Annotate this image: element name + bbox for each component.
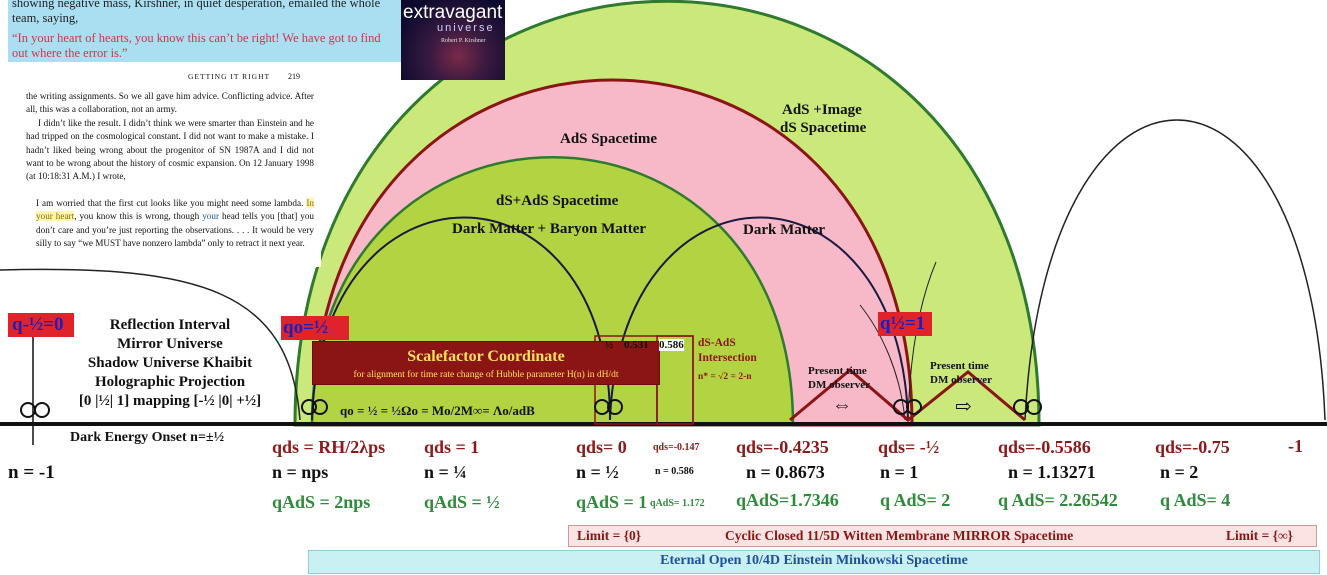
eternal-label: Eternal Open 10/4D Einstein Minkowski Sp…: [660, 553, 968, 568]
col7-n: n = 2: [1160, 462, 1199, 482]
quote-part-c: , you know this is wrong, though: [74, 211, 200, 222]
left-line-5: [0 |½| 1] mapping [-½ |0| +½]: [78, 393, 262, 409]
col6-qads: q AdS= 2.26542: [998, 490, 1118, 510]
quote-part-d: your: [202, 211, 220, 222]
col1-qads: qAdS = 2nps: [272, 492, 371, 512]
sf-half: ½: [605, 339, 614, 351]
scalefactor-subtitle: for alignment for time rate change of Hu…: [353, 370, 619, 380]
book-title-1: extravagant: [403, 2, 503, 23]
observer-2-line-1: Present time: [930, 360, 989, 372]
label-ads-image: AdS +Image: [782, 102, 862, 118]
tag-q-minus-half: q-½=0: [8, 313, 74, 337]
label-ds-ads: dS+AdS Spacetime: [496, 193, 619, 209]
limit-left: Limit = {0}: [577, 528, 642, 543]
book-paragraph-1: the writing assignments. So we all gave …: [26, 91, 314, 115]
col2-n: n = ¼: [424, 462, 467, 482]
loop-c2: [607, 399, 623, 415]
book-cover: extravagant universe Robert P. Kirshner: [401, 0, 505, 80]
book-author: Robert P. Kirshner: [441, 38, 486, 44]
col7-qds: qds=-0.75: [1155, 437, 1230, 457]
col2-qads: qAdS = ½: [424, 492, 500, 512]
limit-middle: Cyclic Closed 11/5D Witten Membrane MIRR…: [725, 528, 1074, 543]
page-number: 219: [288, 72, 300, 81]
label-ds-spacetime: dS Spacetime: [780, 120, 867, 136]
col1-n: n = nps: [272, 462, 329, 482]
book-title-2: universe: [437, 22, 495, 34]
sf-value-1: 0.531: [624, 339, 649, 351]
col3-n-small: n = 0.586: [655, 466, 694, 477]
loop-e2: [1026, 399, 1042, 415]
col6-n: n = 1.13271: [1008, 462, 1096, 482]
left-line-3: Shadow Universe Khaibit: [87, 355, 253, 371]
right-dome: [1024, 119, 1326, 421]
quote-intro: showing negative mass, Kirshner, in quie…: [12, 0, 381, 25]
observer-1-line-1: Present time: [808, 365, 867, 377]
zigzag: [789, 368, 1026, 422]
left-line-2: Mirror Universe: [117, 336, 223, 352]
tag-q0-half: qo=½: [281, 316, 349, 340]
observer-1-line-2: DM observer: [808, 379, 871, 391]
label-dm-baryon: Dark Matter + Baryon Matter: [452, 221, 647, 237]
quote-part-e: head tells you [that] you don’t care and…: [36, 211, 315, 248]
intersection-title-1: dS-AdS: [698, 337, 736, 349]
intersection-title-2: Intersection: [698, 352, 757, 364]
quote-part-a: I am worried that the first cut looks li…: [36, 198, 304, 208]
col7-qads: q AdS= 4: [1160, 490, 1231, 510]
loop-b1: [301, 399, 317, 415]
col3-qds-small: qds=-0.147: [653, 442, 700, 453]
label-dark-matter: Dark Matter: [743, 222, 826, 238]
left-block-text: Reflection Interval Mirror Universe Shad…: [60, 316, 280, 411]
col3-qads: qAdS = 1: [576, 492, 648, 512]
minus-one-label: -1: [1288, 436, 1303, 456]
thin-line-2: [859, 304, 906, 421]
col5-n: n = 1: [880, 462, 919, 482]
loop-b2: [312, 399, 328, 415]
n-minus-one: n = -1: [8, 462, 55, 483]
observer-1-arrow: ⇔: [832, 394, 852, 416]
scalefactor-box: Scalefactor Coordinate for alignment for…: [312, 341, 660, 385]
book-page: GETTING IT RIGHT 219 the writing assignm…: [8, 62, 321, 267]
observer-2-arrow: ⇨: [955, 396, 972, 418]
eternal-bar: Eternal Open 10/4D Einstein Minkowski Sp…: [308, 550, 1320, 574]
dark-energy-onset: Dark Energy Onset n=±½: [70, 430, 225, 445]
book-paragraph-2: I didn’t like the result. I didn’t think…: [26, 118, 314, 182]
col4-qds: qds=-0.4235: [736, 437, 829, 457]
sf-value-2: 0.586: [659, 339, 684, 351]
running-head: GETTING IT RIGHT: [188, 72, 271, 81]
left-arc: [0, 268, 301, 421]
col3-n: n = ½: [576, 462, 619, 482]
col6-qds: qds=-0.5586: [998, 437, 1091, 457]
book-paragraph-3: I am worried that the first cut looks li…: [36, 197, 314, 250]
col3-qds: qds= 0: [576, 437, 627, 457]
limit-right: Limit = {∞}: [1226, 528, 1293, 543]
col2-qds: qds = 1: [424, 437, 480, 457]
left-line-1: Reflection Interval: [109, 317, 231, 333]
col3-qads-small: qAdS= 1.172: [650, 498, 705, 509]
observer-2-line-2: DM observer: [930, 374, 993, 386]
col4-n: n = 0.8673: [746, 462, 825, 482]
quote-text: “In your heart of hearts, you know this …: [12, 31, 381, 60]
col1-qds: qds = RH/2λps: [272, 437, 386, 457]
intersection-formula: n* = √2 = 2-n: [698, 372, 752, 382]
tag-q-half-one: q½=1: [878, 312, 932, 336]
scalefactor-title: Scalefactor Coordinate: [407, 348, 565, 365]
label-ads-spacetime: AdS Spacetime: [560, 131, 658, 147]
quote-box: showing negative mass, Kirshner, in quie…: [8, 0, 401, 62]
left-line-4: Holographic Projection: [94, 374, 246, 390]
col4-qads: qAdS=1.7346: [736, 490, 839, 510]
col5-qds: qds= -½: [878, 437, 940, 457]
loop-d2: [906, 399, 922, 415]
sf-formula: qo = ½ = ½Ωo = Mo/2M∞= Λo/adB: [340, 403, 535, 418]
col5-qads: q AdS= 2: [880, 490, 951, 510]
limit-box: Limit = {0} Cyclic Closed 11/5D Witten M…: [568, 525, 1317, 547]
loop-left-b: [34, 402, 50, 418]
